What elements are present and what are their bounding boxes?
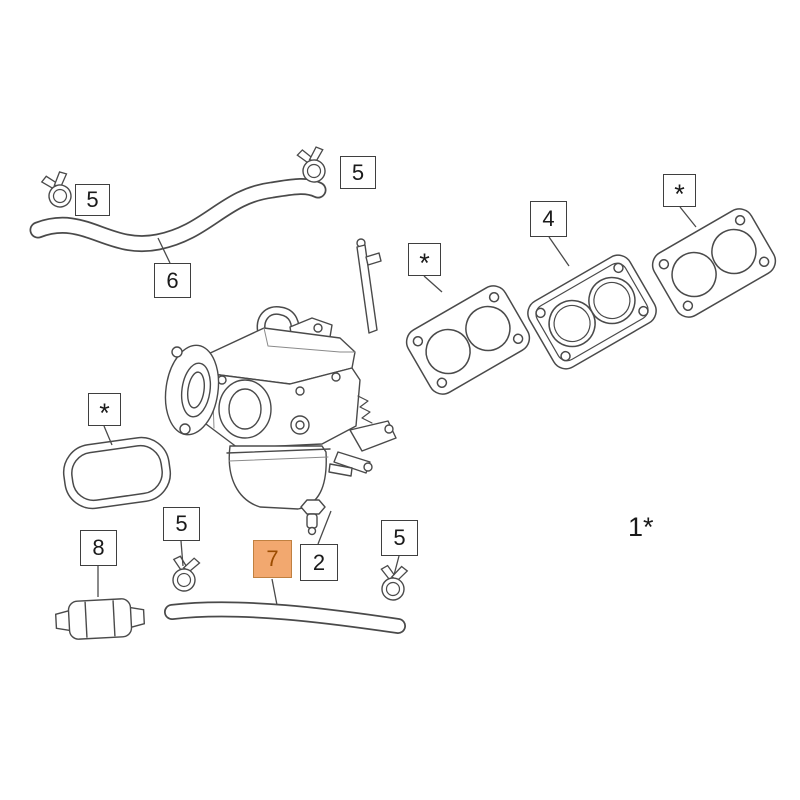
leader-lines bbox=[97, 206, 697, 606]
hose-upper-drawing bbox=[29, 178, 327, 252]
part-label-clamp-bottom-left[interactable]: 5 bbox=[163, 507, 200, 541]
part-label-insulator[interactable]: 4 bbox=[530, 201, 567, 237]
part-label-hose-upper[interactable]: 6 bbox=[154, 263, 191, 298]
part-label-assembly[interactable]: 1* bbox=[628, 512, 654, 542]
fuel-filter-drawing bbox=[54, 598, 146, 640]
clamp-icon bbox=[168, 554, 201, 594]
part-label-oring[interactable]: * bbox=[88, 393, 121, 428]
part-label-clamp-bottom-right[interactable]: 5 bbox=[381, 520, 418, 556]
part-label-gasket-manifold[interactable]: * bbox=[663, 174, 696, 209]
part-label-clamp-top-left[interactable]: 5 bbox=[75, 184, 110, 216]
part-label-gasket-carb[interactable]: * bbox=[408, 243, 441, 278]
gasket-manifold-drawing bbox=[646, 203, 782, 323]
clamp-icon bbox=[39, 169, 77, 212]
part-label-clamp-top-mid[interactable]: 5 bbox=[340, 156, 376, 189]
insulator-drawing bbox=[522, 249, 662, 375]
part-label-fuel-filter[interactable]: 8 bbox=[80, 530, 117, 566]
carburetor-drawing bbox=[164, 238, 397, 536]
hose-lower-drawing bbox=[164, 601, 406, 634]
clamp-icon bbox=[378, 564, 409, 602]
oring-drawing bbox=[62, 436, 172, 510]
gasket-carb-drawing bbox=[400, 280, 536, 400]
part-label-hose-lower[interactable]: 7 bbox=[253, 540, 292, 578]
part-label-carburetor[interactable]: 2 bbox=[300, 544, 338, 581]
